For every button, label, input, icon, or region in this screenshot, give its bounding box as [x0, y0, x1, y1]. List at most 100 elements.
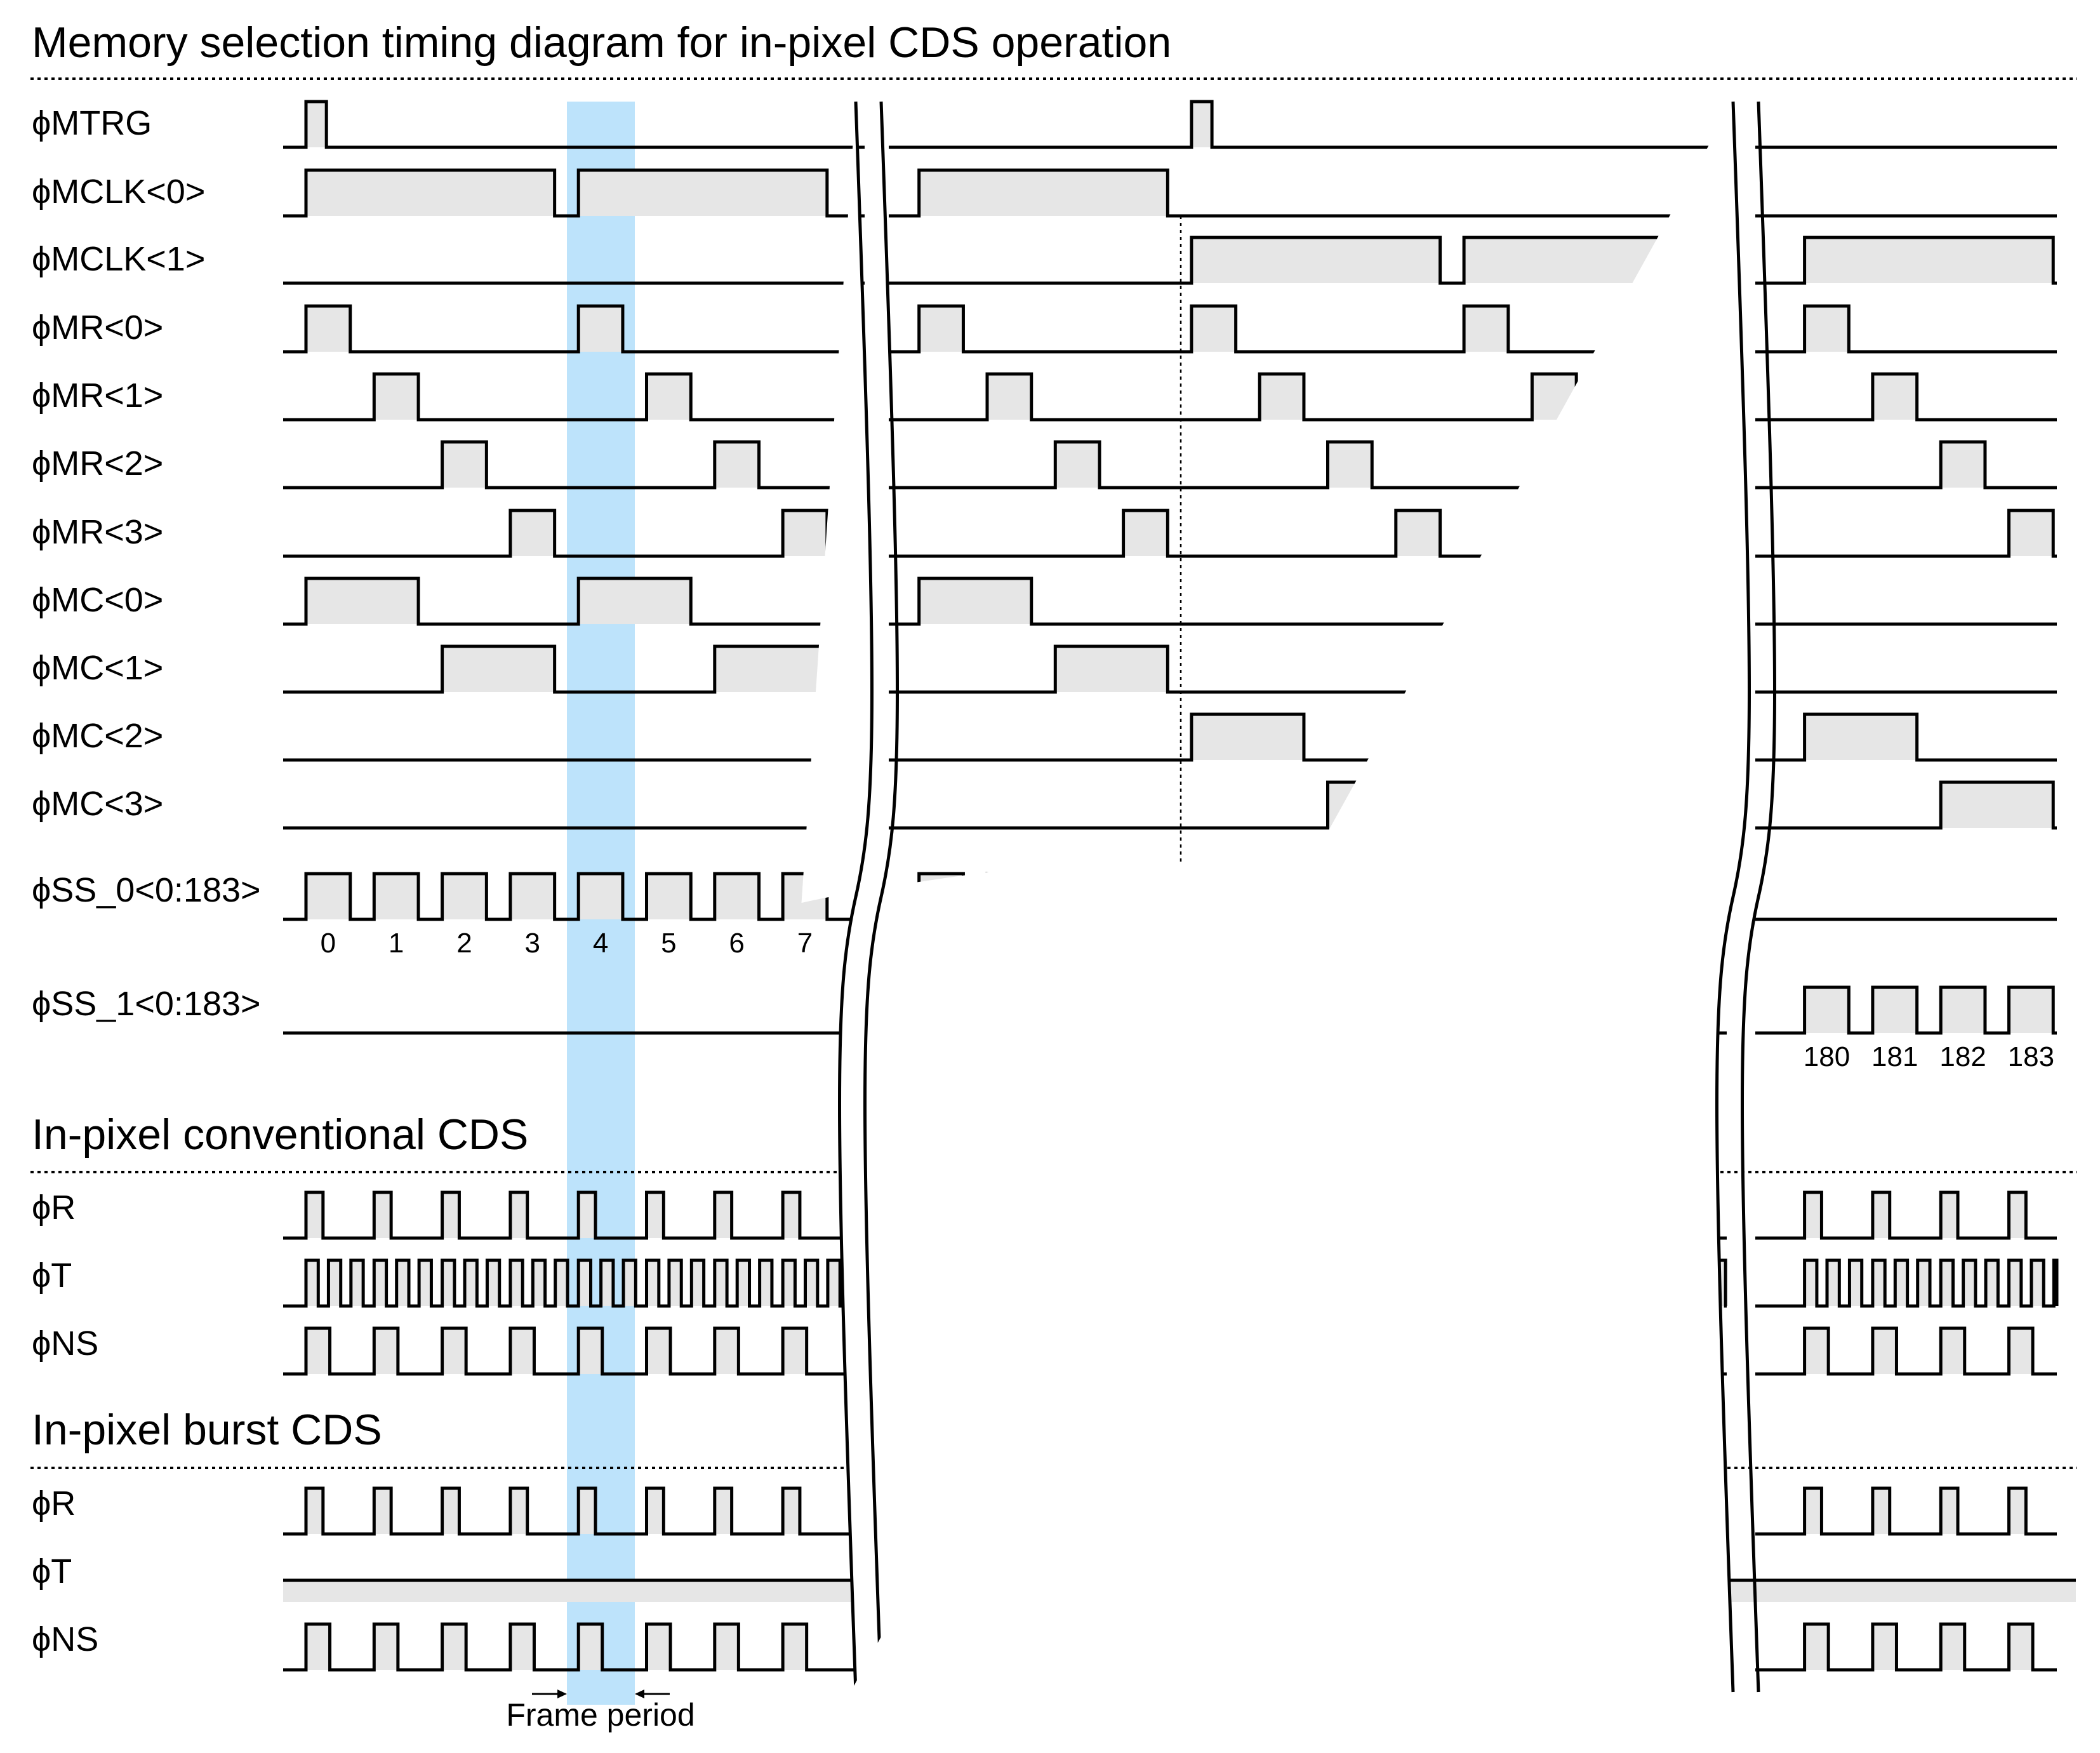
pulse-fill [1941, 1192, 1958, 1238]
pulse-fill [578, 170, 827, 216]
pulse-fill [510, 1328, 535, 1374]
waveform [1755, 304, 2057, 354]
pulse-fill [374, 1260, 387, 1306]
pulse-fill [691, 1260, 704, 1306]
frame-period-arrowhead-left [557, 1690, 567, 1698]
pulse-fill [1191, 102, 1213, 147]
waveform [889, 577, 1727, 626]
pulse-fill [578, 1192, 596, 1238]
break-gap [801, 102, 1692, 1692]
pulse-fill [1055, 442, 1100, 488]
pulse-fill [714, 874, 759, 919]
waveform [283, 872, 865, 921]
pulse-fill [374, 1192, 392, 1238]
pulse-fill [646, 374, 691, 420]
pulse-fill [646, 1260, 659, 1306]
waveform [283, 1486, 865, 1536]
pulse-fill [396, 1260, 409, 1306]
waveform [283, 1622, 865, 1672]
slot-index-label: 182 [1939, 1041, 1986, 1072]
pulse-fill [442, 646, 555, 692]
pulse-fill [783, 1328, 807, 1374]
waveform [1755, 236, 2057, 285]
pulse-fill [646, 1328, 671, 1374]
waveform [1755, 440, 2057, 490]
pulse-fill [533, 1260, 545, 1306]
signal-label: ϕMCLK<1> [32, 240, 205, 278]
pulse-fill [350, 1260, 364, 1306]
pulse-fill [306, 1192, 323, 1238]
pulse-fill [2009, 1488, 2026, 1534]
time-break-first [801, 101, 1692, 1693]
signal-label: ϕR [32, 1484, 76, 1523]
pulse-fill [1055, 646, 1168, 692]
pulse-fill [465, 1260, 477, 1306]
pulse-fill [783, 510, 827, 556]
pulse-fill [646, 1488, 664, 1534]
signal-label: ϕMR<1> [32, 377, 163, 415]
waveform [1755, 780, 2057, 830]
waveform [283, 440, 865, 490]
pulse-fill [1327, 442, 1372, 488]
signal-label: ϕR [32, 1189, 76, 1227]
pulse-fill [646, 1624, 671, 1670]
pulse-fill [442, 1260, 455, 1306]
pulse-fill [1395, 510, 1440, 556]
waveform [889, 644, 1727, 694]
pulse-fill [578, 306, 623, 352]
signal-row-mc2: ϕMC<2> [32, 712, 2057, 762]
pulse-fill [1872, 1328, 1897, 1374]
pulse-fill [1872, 374, 1917, 420]
waveform [283, 1190, 865, 1240]
pulse-fill [714, 1192, 732, 1238]
pulse-fill [306, 874, 350, 919]
slot-index-label: 3 [525, 928, 540, 959]
pulse-fill [2009, 1192, 2026, 1238]
pulse-fill [987, 374, 1032, 420]
signal-row-mc0: ϕMC<0> [32, 577, 2057, 626]
slot-index-label: 7 [797, 928, 813, 959]
pulse-fill [1941, 987, 1985, 1033]
signal-row-mclk0: ϕMCLK<0> [32, 168, 2057, 218]
pulse-fill [714, 1328, 739, 1374]
waveform [283, 100, 865, 149]
slot-index-label: 181 [1871, 1041, 1918, 1072]
pulse-fill [1804, 1260, 1817, 1306]
waveform [1755, 509, 2057, 558]
pulse-fill [306, 578, 419, 624]
waveform [1755, 712, 2057, 762]
pulse-fill [759, 1260, 772, 1306]
pulse-fill [510, 1192, 528, 1238]
pulse-fill [306, 1624, 330, 1670]
pulse-fill [783, 1488, 800, 1534]
pulse-fill [1872, 987, 1917, 1033]
signal-label: ϕNS [32, 1620, 98, 1658]
pulse-fill [510, 1488, 528, 1534]
pulse-fill [328, 1260, 341, 1306]
signal-label: ϕNS [32, 1324, 98, 1363]
pulse-fill [1941, 1260, 1953, 1306]
time-breaks [801, 101, 1776, 1753]
pulse-fill [2009, 987, 2054, 1033]
pulse-fill [1941, 1624, 1965, 1670]
pulse-fill [442, 874, 487, 919]
pulse-fill [578, 578, 691, 624]
slot-index-label: 180 [1804, 1041, 1850, 1072]
waveform [283, 168, 865, 218]
pulse-fill [623, 1260, 636, 1306]
pulse-fill [487, 1260, 500, 1306]
pulse-fill [1872, 1488, 1890, 1534]
signal-row-mclk1: ϕMCLK<1> [32, 236, 2057, 285]
pulse-fill [783, 1192, 800, 1238]
signal-row-mr0: ϕMR<0> [32, 304, 2057, 354]
waveform [1755, 1486, 2057, 1536]
pulse-fill [306, 170, 555, 216]
pulse-fill [1191, 714, 1304, 760]
pulse-fill [1872, 1260, 1885, 1306]
pulse-fill [601, 1260, 613, 1306]
pulse-fill [510, 874, 555, 919]
slot-index-label: 5 [661, 928, 676, 959]
signal-row-mc3: ϕMC<3> [32, 780, 2057, 830]
pulse-fill [374, 1328, 398, 1374]
pulse-fill [1872, 1624, 1897, 1670]
